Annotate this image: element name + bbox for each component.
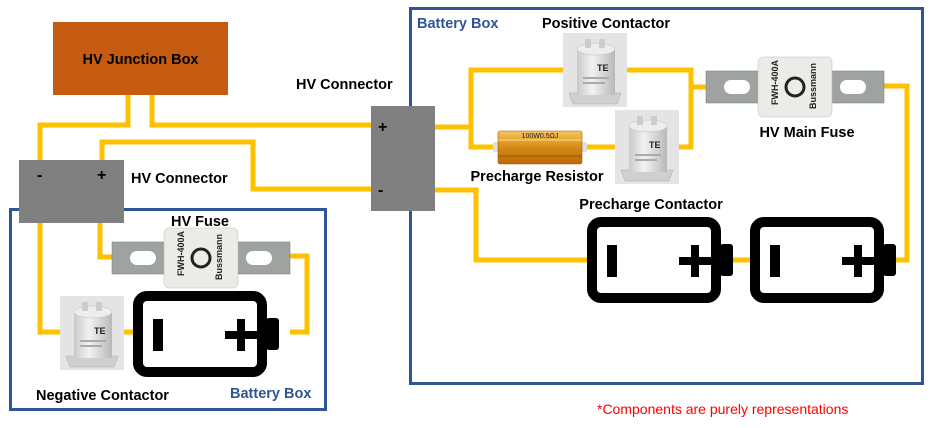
hv-fuse xyxy=(110,226,292,290)
wire-right-plus-to-positive-contactor xyxy=(434,67,565,130)
wire-right-minus-to-battery xyxy=(434,187,590,263)
battery-left xyxy=(138,296,279,372)
wiring xyxy=(37,67,910,335)
wire-positive-contactor-to-main-fuse xyxy=(624,67,694,150)
positive-contactor xyxy=(562,32,628,108)
positive-contactor-label: Positive Contactor xyxy=(542,16,670,32)
precharge-contactor-label: Precharge Contactor xyxy=(579,197,723,213)
hv-fuse-label: HV Fuse xyxy=(171,214,229,230)
battery-box-right-label: Battery Box xyxy=(417,16,498,32)
hv-main-fuse xyxy=(704,55,886,119)
battery-box-right xyxy=(409,7,924,385)
precharge-contactor xyxy=(614,109,680,185)
hv-fuse-brand-marking: Bussmann xyxy=(214,234,224,280)
hv-junction-box-label: HV Junction Box xyxy=(82,52,198,68)
negative-contactor xyxy=(59,295,125,371)
wire-junction-to-left-minus xyxy=(37,95,131,162)
hv-fuse-model-marking: FWH-400A xyxy=(176,230,186,276)
wire-main-fuse-to-battery xyxy=(879,83,910,263)
negative-contactor-label: Negative Contactor xyxy=(36,388,169,404)
footnote: *Components are purely representations xyxy=(597,401,848,417)
wire-left-plus-to-right-minus xyxy=(99,139,372,192)
connector-left-minus: - xyxy=(37,167,42,184)
hv-main-fuse-brand-marking: Bussmann xyxy=(808,63,818,109)
hv-connector-right-label: HV Connector xyxy=(296,77,393,93)
connector-right-minus: - xyxy=(378,182,383,199)
wire-left-plus-to-fuse xyxy=(97,222,114,260)
svg-text:100W0.5ΩJ: 100W0.5ΩJ xyxy=(522,133,559,140)
hv-connector-left xyxy=(19,160,124,223)
wire-left-minus-to-negative-contactor xyxy=(37,222,62,335)
battery-right-2 xyxy=(755,222,896,298)
precharge-resistor-label: Precharge Resistor xyxy=(471,169,604,185)
connector-right-plus: + xyxy=(378,119,387,136)
battery-box-left xyxy=(9,208,327,411)
wire-fuse-to-battery xyxy=(288,253,310,335)
hv-main-fuse-label: HV Main Fuse xyxy=(759,125,854,141)
wire-to-precharge-resistor xyxy=(468,127,498,150)
precharge-resistor: 100W0.5ΩJ xyxy=(493,130,587,165)
hv-main-fuse-model-marking: FWH-400A xyxy=(770,59,780,105)
hv-connector-left-label: HV Connector xyxy=(131,171,228,187)
wire-junction-to-right-plus xyxy=(149,95,372,128)
hv-junction-box xyxy=(53,22,228,95)
battery-box-left-label: Battery Box xyxy=(230,386,311,402)
connector-left-plus: + xyxy=(97,167,106,184)
battery-right-1 xyxy=(592,222,733,298)
hv-connector-right xyxy=(371,106,435,211)
